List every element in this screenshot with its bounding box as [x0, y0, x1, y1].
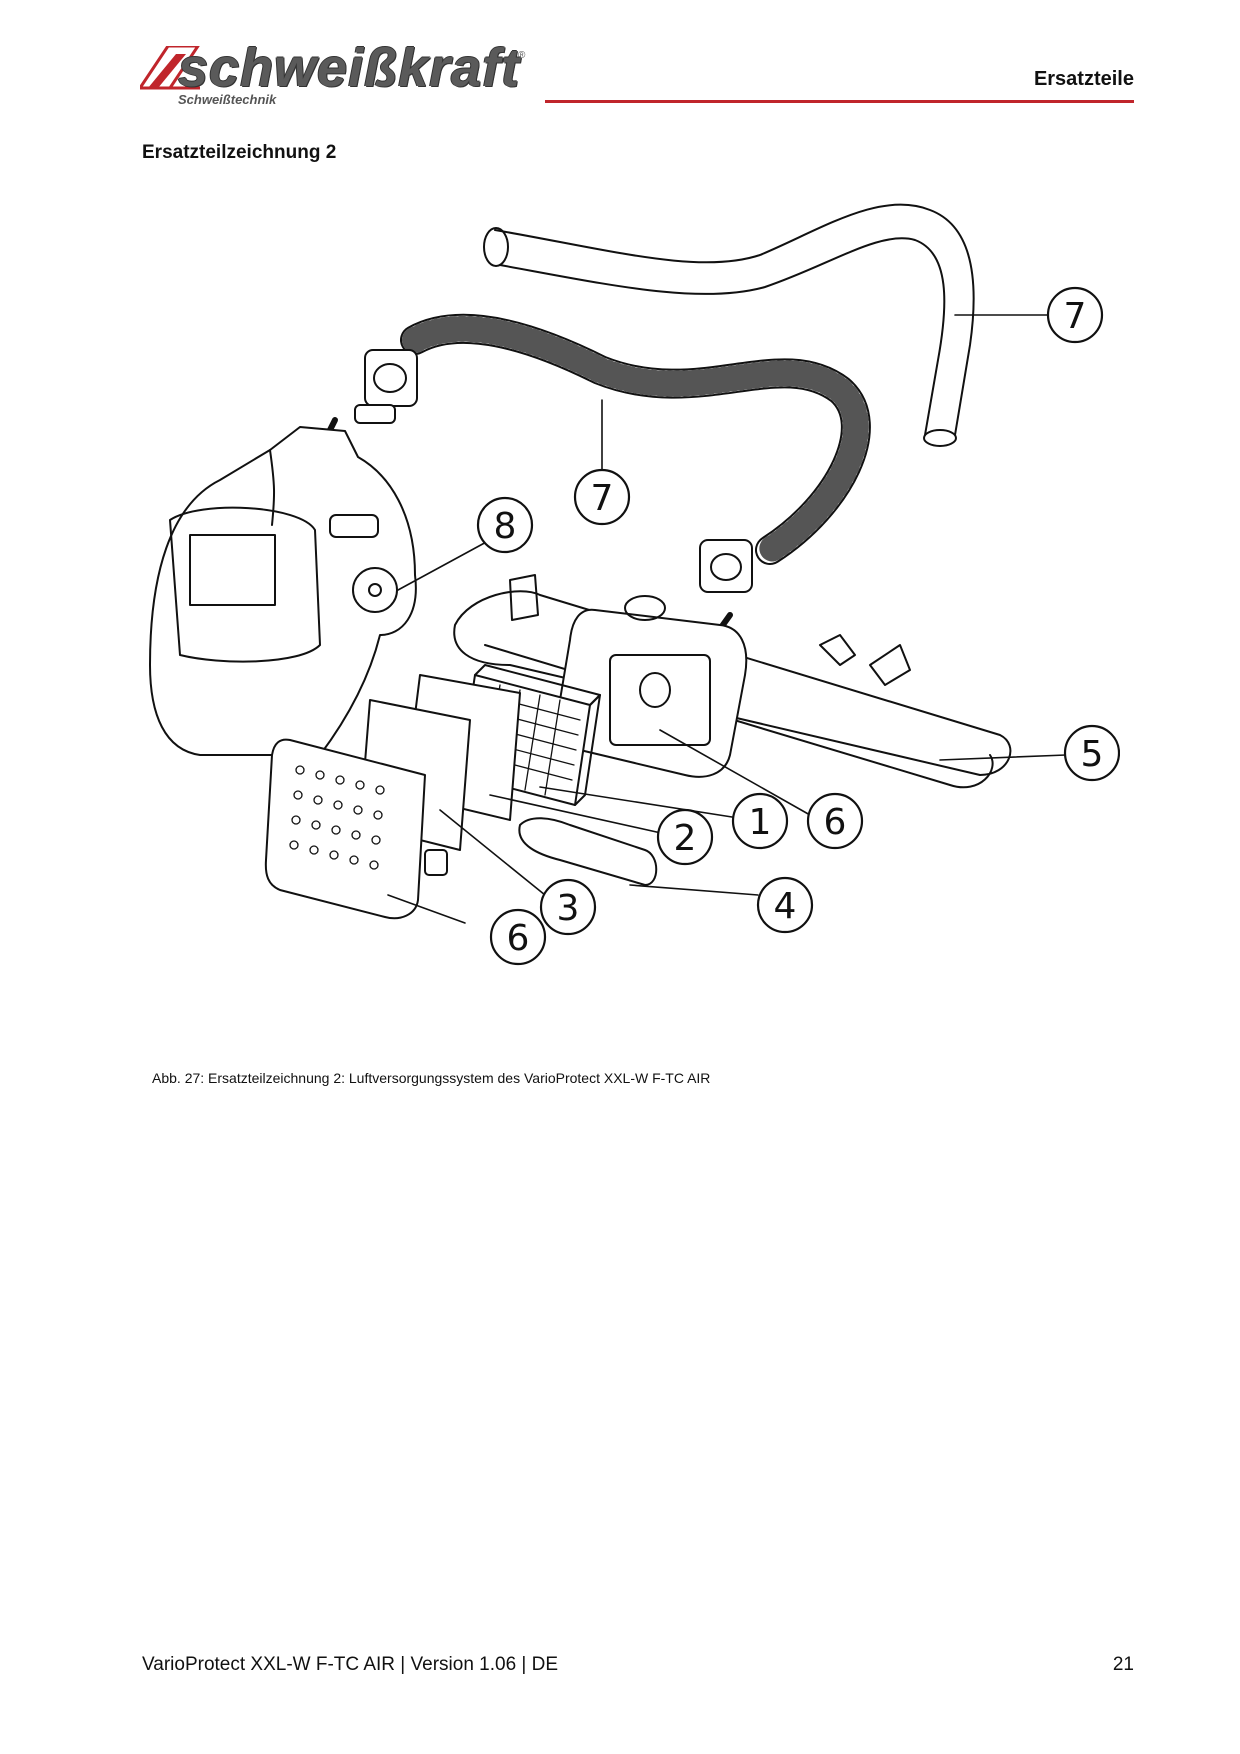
brand-subtitle: Schweißtechnik — [178, 92, 277, 107]
callout-6-upper: 6 — [806, 792, 864, 850]
svg-text:3: 3 — [557, 888, 580, 929]
smooth-hose — [483, 203, 975, 447]
spare-parts-drawing: 7 7 8 5 1 6 2 3 4 6 — [149, 203, 1120, 966]
svg-text:1: 1 — [749, 802, 772, 843]
battery-pack — [518, 817, 658, 886]
callout-7-upper: 7 — [1046, 286, 1104, 344]
svg-text:8: 8 — [494, 506, 517, 547]
corrugated-hose — [354, 313, 871, 593]
belt-blower-unit — [453, 574, 1012, 789]
svg-text:7: 7 — [1064, 296, 1087, 337]
leader-lines — [387, 314, 1067, 924]
svg-text:7: 7 — [591, 478, 614, 519]
callout-3: 3 — [539, 878, 597, 936]
figure-caption: Abb. 27: Ersatzteilzeichnung 2: Luftvers… — [152, 1070, 711, 1086]
svg-text:5: 5 — [1081, 734, 1104, 775]
callout-2: 2 — [656, 808, 714, 866]
callout-5: 5 — [1063, 724, 1120, 782]
page-title: Ersatzteilzeichnung 2 — [142, 142, 337, 163]
callout-6-lower: 6 — [489, 908, 547, 966]
callout-1: 1 — [731, 792, 789, 850]
brand-wordmark: schweißkraft — [178, 38, 521, 98]
svg-text:6: 6 — [824, 802, 847, 843]
brand-logo: schweißkraft ® Schweißtechnik — [140, 38, 530, 110]
registered-mark: ® — [518, 50, 526, 61]
callout-7-lower: 7 — [573, 468, 631, 526]
svg-text:4: 4 — [774, 886, 797, 927]
svg-text:6: 6 — [507, 918, 530, 959]
header-divider — [545, 100, 1134, 103]
callout-8: 8 — [476, 496, 534, 554]
footer-page-number: 21 — [1112, 1654, 1134, 1675]
footer-document-info: VarioProtect XXL-W F-TC AIR | Version 1.… — [142, 1654, 559, 1675]
welding-helmet — [149, 426, 417, 756]
callout-4: 4 — [756, 876, 814, 934]
svg-text:2: 2 — [674, 818, 697, 859]
logo-mark-icon — [140, 46, 200, 90]
section-label: Ersatzteile — [1033, 68, 1134, 90]
filter-cover — [264, 738, 448, 920]
